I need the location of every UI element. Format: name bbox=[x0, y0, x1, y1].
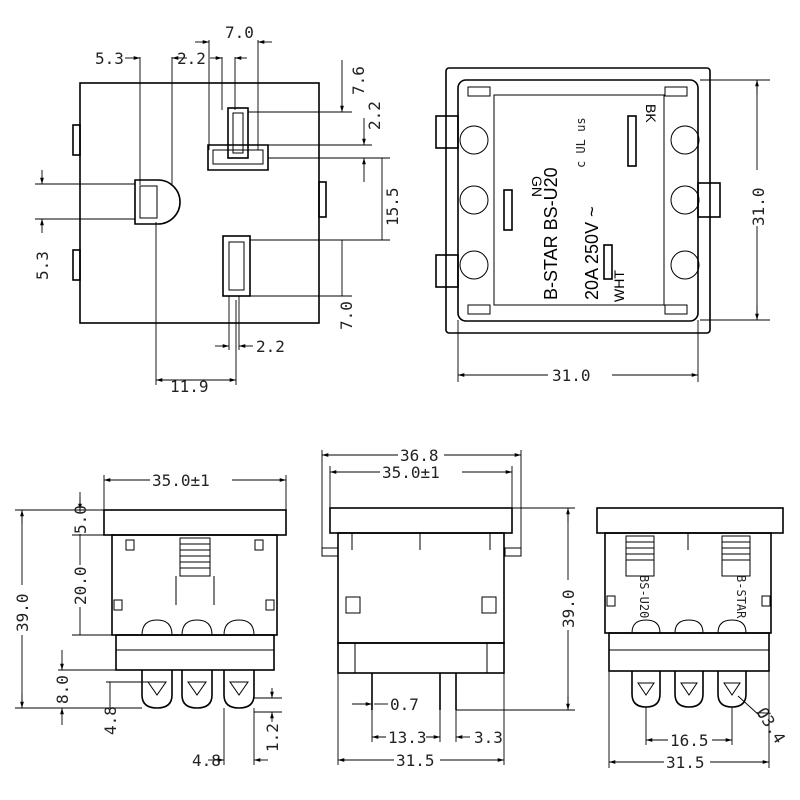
side-right-tab bbox=[674, 671, 704, 708]
dim-side-left-flange: 5.0 bbox=[71, 505, 90, 534]
side-right-flange bbox=[596, 507, 784, 534]
side-left-flange bbox=[103, 509, 287, 536]
dim-side-right-base: 31.5 bbox=[666, 753, 705, 772]
front-slot-top-base bbox=[207, 144, 269, 171]
side-right-tab bbox=[717, 671, 747, 708]
dim-side-left-tab-height: 4.8 bbox=[101, 706, 120, 735]
dim-side-left-terminal: 8.0 bbox=[53, 675, 72, 704]
back-slot-gn bbox=[503, 189, 513, 231]
dim-front-right-top: 7.6 bbox=[349, 66, 368, 95]
dim-front-left-height: 5.3 bbox=[33, 251, 52, 280]
side-right-model-b: B-STAR bbox=[734, 575, 748, 619]
front-body bbox=[79, 82, 320, 324]
back-label-wht: WHT bbox=[611, 270, 627, 302]
dim-side-mid-pitch-b: 3.3 bbox=[474, 728, 503, 747]
front-slot-top bbox=[227, 107, 249, 159]
dim-front-right-bottom: 7.0 bbox=[337, 301, 356, 330]
dim-side-mid-pitch-a: 13.3 bbox=[388, 728, 427, 747]
back-label-brand: B-STAR BS-U20 bbox=[541, 167, 561, 300]
dim-side-left-body: 20.0 bbox=[71, 566, 90, 605]
side-left-tab bbox=[181, 670, 213, 709]
back-clip bbox=[435, 254, 459, 288]
side-view-right: BS-U20 B-STAR Ø3.4 16.5 31.5 bbox=[596, 507, 790, 772]
back-slot-wht bbox=[603, 244, 613, 280]
dim-front-bottom-small: 2.2 bbox=[256, 337, 285, 356]
back-label-rating: 20A 250V ~ bbox=[582, 206, 602, 300]
dim-side-left-height: 39.0 bbox=[13, 593, 32, 632]
back-clip bbox=[697, 182, 721, 218]
back-label-bk: BK bbox=[643, 104, 659, 123]
dim-side-right-pitch: 16.5 bbox=[670, 731, 709, 750]
side-right-model-a: BS-U20 bbox=[637, 575, 651, 618]
dim-side-left-tab-width: 4.8 bbox=[192, 751, 221, 770]
side-view-left: 35.0±1 39.0 5.0 20.0 8.0 4.8 1.2 bbox=[13, 471, 287, 770]
dim-front-left-offset: 5.3 bbox=[95, 49, 124, 68]
back-label-cert: c UL us bbox=[574, 117, 588, 168]
front-view: 7.0 5.3 2.2 7.6 2.2 15.5 7.0 5.3 bbox=[33, 23, 402, 396]
side-mid-body bbox=[337, 532, 505, 644]
dim-side-mid-pin-thick: 0.7 bbox=[390, 695, 419, 714]
back-clip bbox=[435, 115, 459, 149]
dim-side-mid-base: 31.5 bbox=[396, 751, 435, 770]
front-lug bbox=[72, 124, 81, 156]
back-slot-bk bbox=[627, 115, 637, 167]
side-right-base bbox=[608, 632, 770, 672]
front-lug bbox=[318, 181, 327, 218]
side-mid-flange bbox=[329, 507, 513, 534]
dim-back-width: 31.0 bbox=[552, 366, 591, 385]
dim-front-right-small: 2.2 bbox=[365, 101, 384, 130]
dim-front-top-width: 7.0 bbox=[225, 23, 254, 42]
front-lug bbox=[72, 249, 81, 281]
side-left-base bbox=[115, 634, 275, 671]
dim-side-mid-outer: 36.8 bbox=[400, 446, 439, 465]
side-left-tab bbox=[141, 670, 173, 709]
back-label-gn: GN bbox=[529, 176, 545, 197]
dim-back-height: 31.0 bbox=[749, 187, 768, 226]
dim-front-right-span: 15.5 bbox=[383, 187, 402, 226]
front-ground-hole bbox=[134, 179, 181, 225]
dim-side-left-tab-thick: 1.2 bbox=[263, 723, 282, 752]
dim-front-slot-gap: 2.2 bbox=[177, 49, 206, 68]
side-left-tab bbox=[223, 670, 255, 709]
dim-side-mid-top: 35.0±1 bbox=[382, 463, 440, 482]
dim-side-left-top: 35.0±1 bbox=[152, 471, 210, 490]
side-right-tab bbox=[631, 671, 661, 708]
front-slot-bottom bbox=[222, 235, 251, 297]
dim-side-right-hole: Ø3.4 bbox=[753, 704, 790, 747]
side-view-middle: 36.8 35.0±1 39.0 0.7 13.3 3.3 bbox=[321, 446, 578, 770]
dim-front-bottom-width: 11.9 bbox=[170, 377, 209, 396]
side-mid-base bbox=[337, 642, 505, 674]
back-frame-outer bbox=[445, 67, 711, 334]
back-view: GN BK WHT B-STAR BS-U20 20A 250V ~ c UL … bbox=[435, 67, 770, 385]
dim-side-mid-height: 39.0 bbox=[559, 589, 578, 628]
